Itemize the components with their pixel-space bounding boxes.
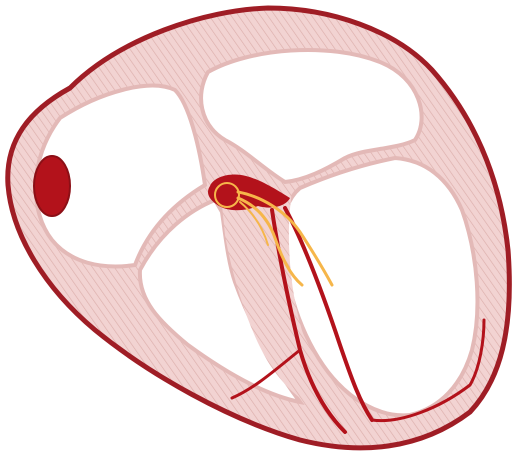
sinoatrial-node — [34, 156, 70, 216]
